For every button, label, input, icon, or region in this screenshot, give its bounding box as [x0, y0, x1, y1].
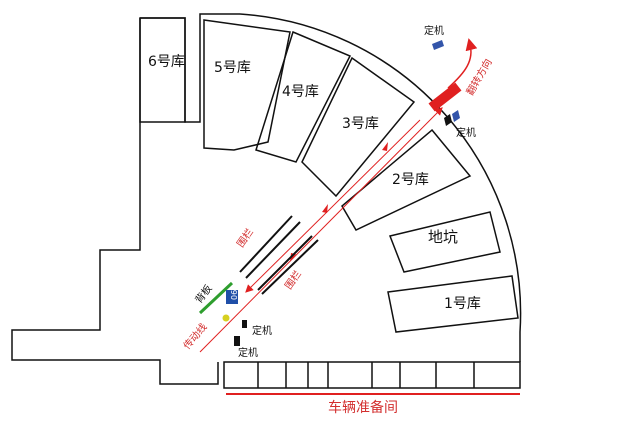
- flip-bar: [428, 82, 462, 112]
- outer-arc: [239, 13, 522, 333]
- garage-6: [139, 17, 186, 123]
- fixed-mid-label: 定机: [456, 126, 476, 139]
- garage-2: [341, 128, 472, 231]
- garage-4-label: 4号库: [282, 84, 319, 100]
- prep-room-label: 车辆准备间: [328, 399, 398, 416]
- marker-dot: [222, 314, 230, 322]
- prep-room-row: [223, 361, 521, 389]
- fence-lines: [239, 215, 319, 295]
- fixed-bottom-label-2: 定机: [238, 346, 258, 359]
- garage-3-label: 3号库: [342, 116, 379, 132]
- fence-label-1: 围栏: [234, 226, 256, 250]
- fixed-machine-bottom-icon-1: [242, 320, 247, 328]
- garage-5: [203, 19, 291, 151]
- garage-1-label: 1号库: [444, 296, 481, 312]
- garage-3: [301, 56, 416, 198]
- track-arrow-1: [322, 204, 328, 213]
- pit-label: 地坑: [428, 228, 458, 246]
- garage-2-label: 2号库: [392, 172, 429, 188]
- garage-1: [387, 275, 519, 333]
- flip-direction-label: 翻转方向: [463, 56, 494, 97]
- marker-box: [226, 290, 238, 304]
- flip-arrow: [447, 38, 478, 89]
- fixed-top-label: 定机: [424, 24, 444, 37]
- track-line-2: [245, 119, 421, 293]
- fixed-machine-mid-icon: [444, 110, 460, 126]
- backboard-line: [198, 281, 234, 315]
- building-outline: [11, 18, 219, 385]
- track-line: [199, 107, 443, 353]
- fixed-bottom-label-1: 定机: [252, 324, 272, 337]
- garage-5-label: 5号库: [214, 60, 251, 76]
- marker-label: 06: [230, 290, 239, 300]
- fixed-machine-bottom-icon-2: [234, 336, 240, 346]
- garage-6-label: 6号库: [148, 54, 185, 70]
- track-arrow-2: [382, 142, 388, 151]
- pit: [388, 211, 501, 273]
- garage-4: [255, 30, 352, 163]
- fixed-machine-top-icon: [432, 40, 444, 50]
